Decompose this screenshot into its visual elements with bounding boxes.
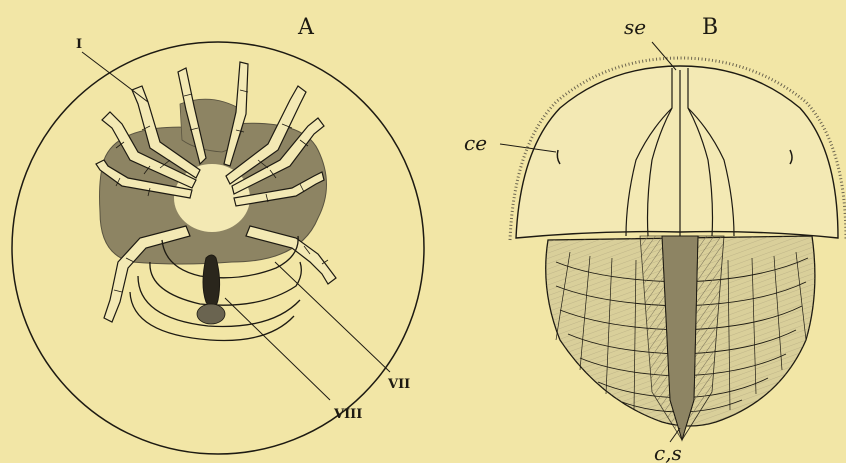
label-appendage-i: I [76,37,82,52]
carapace [516,66,838,238]
label-ce: ce [464,131,487,155]
panel-a-drawing [12,42,424,454]
label-segment-viii: VIII [333,407,362,422]
panel-a-letter: A [297,15,315,40]
label-cs: c,s [654,441,682,463]
panel-b-drawing [500,42,846,442]
panel-b-letter: B [702,15,718,40]
leader-se [652,42,676,70]
label-segment-vii: VII [387,377,410,392]
leader-viii [225,298,330,400]
label-se: se [624,15,646,39]
leader-i [82,52,148,102]
